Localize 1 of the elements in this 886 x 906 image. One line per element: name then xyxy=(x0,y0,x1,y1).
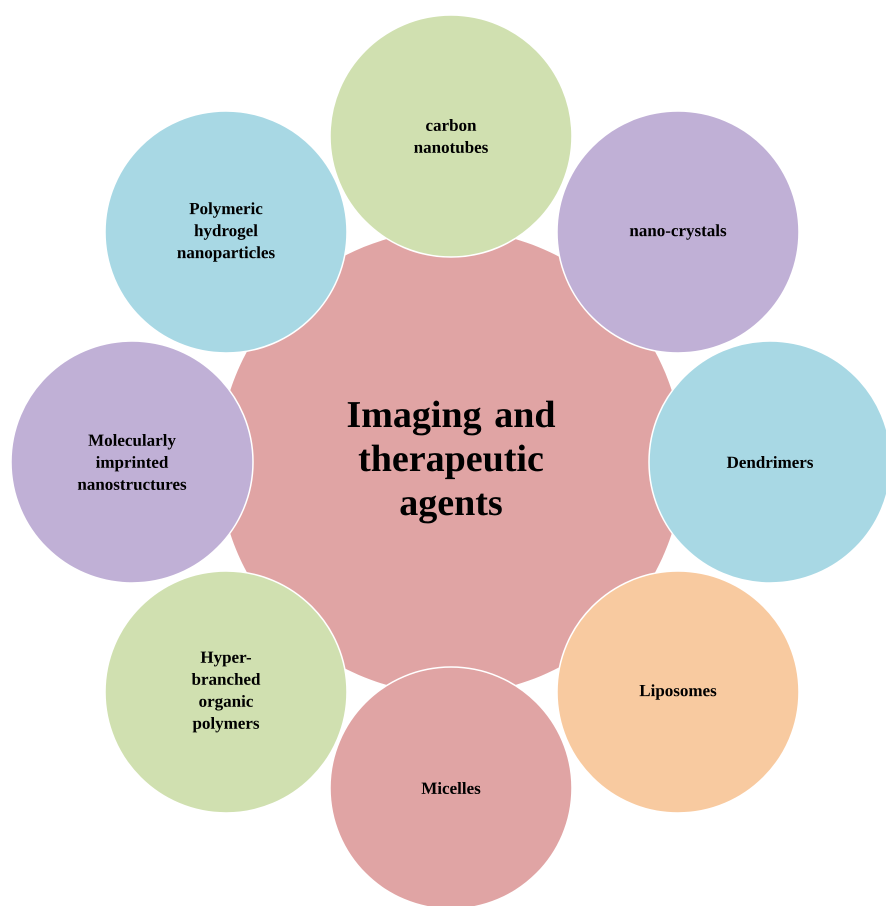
node-label: Micelles xyxy=(422,782,480,794)
